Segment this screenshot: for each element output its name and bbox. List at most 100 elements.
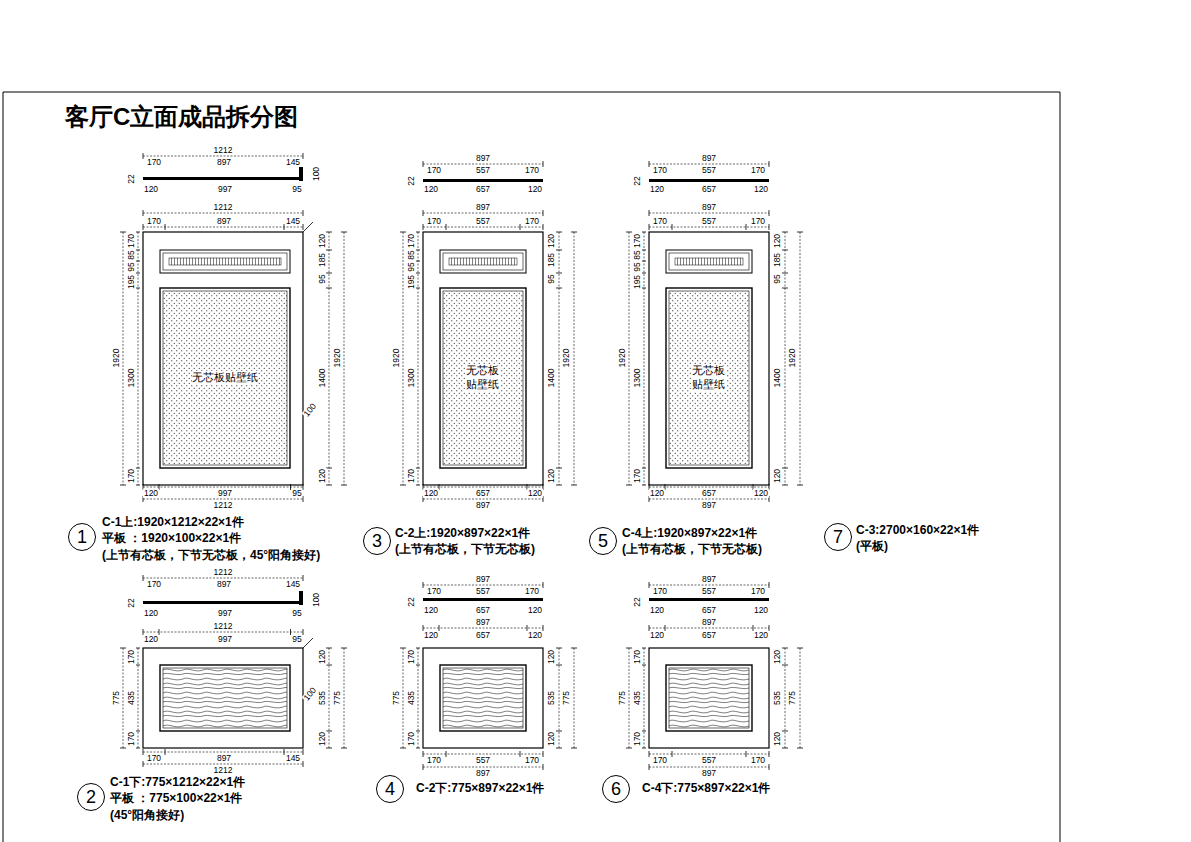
dimension-label: 120 — [773, 468, 782, 484]
dimension-label: 120 — [527, 631, 543, 640]
part-caption: 平板 ：1920×100×22×1件 — [102, 532, 241, 544]
dimension-label: 145 — [285, 580, 301, 589]
dimension-label: 170 — [127, 649, 136, 665]
dimension-label: 120 — [527, 489, 543, 498]
dimension-label: 120 — [318, 233, 327, 249]
dimension-label: 120 — [547, 731, 556, 747]
part-caption: 平板 ：775×100×22×1件 — [110, 792, 242, 804]
dimension-label: 170 — [146, 158, 162, 167]
dimension-label: 170 — [146, 754, 162, 763]
dimension-label: 170 — [426, 217, 442, 226]
dimension-label: 1300 — [127, 368, 136, 389]
dimension-label: 535 — [318, 690, 327, 706]
dimension-label: 120 — [527, 606, 543, 615]
dimension-label: 95 — [291, 609, 302, 618]
dimension-label: 897 — [475, 575, 491, 584]
dimension-label: 775 — [333, 690, 342, 706]
dimension-label: 170 — [407, 468, 416, 484]
dimension-label: 195 — [633, 274, 642, 290]
dimension-label: 95 — [773, 273, 782, 284]
dimension-label: 1300 — [633, 368, 642, 389]
dimension-label: 897 — [475, 501, 491, 510]
dimension-label: 170 — [407, 233, 416, 249]
dimension-label: 120 — [753, 489, 769, 498]
dimension-label: 22 — [407, 596, 416, 607]
dimension-label: 22 — [633, 175, 642, 186]
dimension-label: 85 — [127, 249, 136, 260]
dimension-label: 897 — [475, 203, 491, 212]
dimension-label: 145 — [285, 754, 301, 763]
dimension-label: 170 — [524, 166, 540, 175]
dimension-label: 100 — [312, 166, 321, 182]
panel-c1-lower — [120, 575, 347, 767]
dimension-label: 170 — [750, 217, 766, 226]
dimension-label: 120 — [547, 649, 556, 665]
dimension-label: 95 — [127, 261, 136, 272]
dimension-label: 557 — [701, 166, 717, 175]
dimension-label: 775 — [618, 690, 627, 706]
dimension-label: 120 — [318, 468, 327, 484]
dimension-label: 1920 — [618, 348, 627, 369]
dimension-label: 120 — [773, 731, 782, 747]
dimension-label: 120 — [753, 606, 769, 615]
dimension-label: 897 — [701, 501, 717, 510]
dimension-label: 897 — [216, 158, 232, 167]
dimension-label: 120 — [547, 468, 556, 484]
dimension-label: 120 — [143, 489, 159, 498]
dimension-label: 170 — [426, 587, 442, 596]
dimension-label: 897 — [701, 769, 717, 778]
dimension-label: 95 — [291, 185, 302, 194]
dimension-label: 897 — [701, 575, 717, 584]
dimension-label: 170 — [633, 649, 642, 665]
dimension-label: 120 — [143, 635, 159, 644]
dimension-label: 185 — [547, 252, 556, 268]
dimension-label: 120 — [649, 185, 665, 194]
callout-number: 2 — [86, 788, 96, 806]
dimension-label: 535 — [773, 690, 782, 706]
dimension-label: 897 — [216, 217, 232, 226]
wallpaper-panel: 无芯板贴壁纸 — [163, 291, 287, 465]
dimension-label: 775 — [562, 690, 571, 706]
dimension-label: 170 — [633, 233, 642, 249]
dimension-label: 195 — [407, 274, 416, 290]
dimension-label: 997 — [217, 635, 233, 644]
wallpaper-panel: 无芯板 贴壁纸 — [669, 291, 749, 465]
dimension-label: 120 — [318, 731, 327, 747]
dimension-label: 657 — [475, 489, 491, 498]
dimension-label: 997 — [217, 609, 233, 618]
dimension-label: 95 — [291, 489, 302, 498]
dimension-label: 897 — [701, 203, 717, 212]
part-caption: (上节有芯板，下节无芯板，45°阳角接好) — [102, 549, 320, 561]
dimension-label: 120 — [318, 649, 327, 665]
dimension-label: 95 — [291, 635, 302, 644]
dimension-label: 557 — [475, 587, 491, 596]
dimension-label: 657 — [475, 606, 491, 615]
dimension-label: 657 — [475, 631, 491, 640]
dimension-label: 170 — [750, 756, 766, 765]
dimension-label: 557 — [701, 217, 717, 226]
panel-c1-upper — [120, 153, 347, 502]
dimension-label: 120 — [143, 609, 159, 618]
dimension-label: 657 — [701, 185, 717, 194]
callout-number: 1 — [77, 528, 87, 546]
dimension-label: 1212 — [213, 568, 234, 577]
dimension-label: 95 — [318, 273, 327, 284]
part-caption: C-4下:775×897×22×1件 — [642, 782, 770, 794]
dimension-label: 1920 — [788, 348, 797, 369]
dimension-label: 557 — [701, 756, 717, 765]
dimension-label: 557 — [475, 756, 491, 765]
dimension-label: 120 — [649, 489, 665, 498]
dimension-label: 170 — [426, 756, 442, 765]
dimension-label: 1300 — [407, 368, 416, 389]
dimension-label: 435 — [127, 690, 136, 706]
dimension-label: 120 — [527, 185, 543, 194]
dimension-label: 120 — [649, 631, 665, 640]
dimension-label: 170 — [633, 731, 642, 747]
dimension-label: 120 — [547, 233, 556, 249]
part-caption: (上节有芯板，下节无芯板) — [395, 543, 535, 555]
dimension-label: 775 — [392, 690, 401, 706]
dimension-label: 100 — [312, 592, 321, 608]
dimension-label: 120 — [423, 631, 439, 640]
dimension-label: 120 — [773, 233, 782, 249]
